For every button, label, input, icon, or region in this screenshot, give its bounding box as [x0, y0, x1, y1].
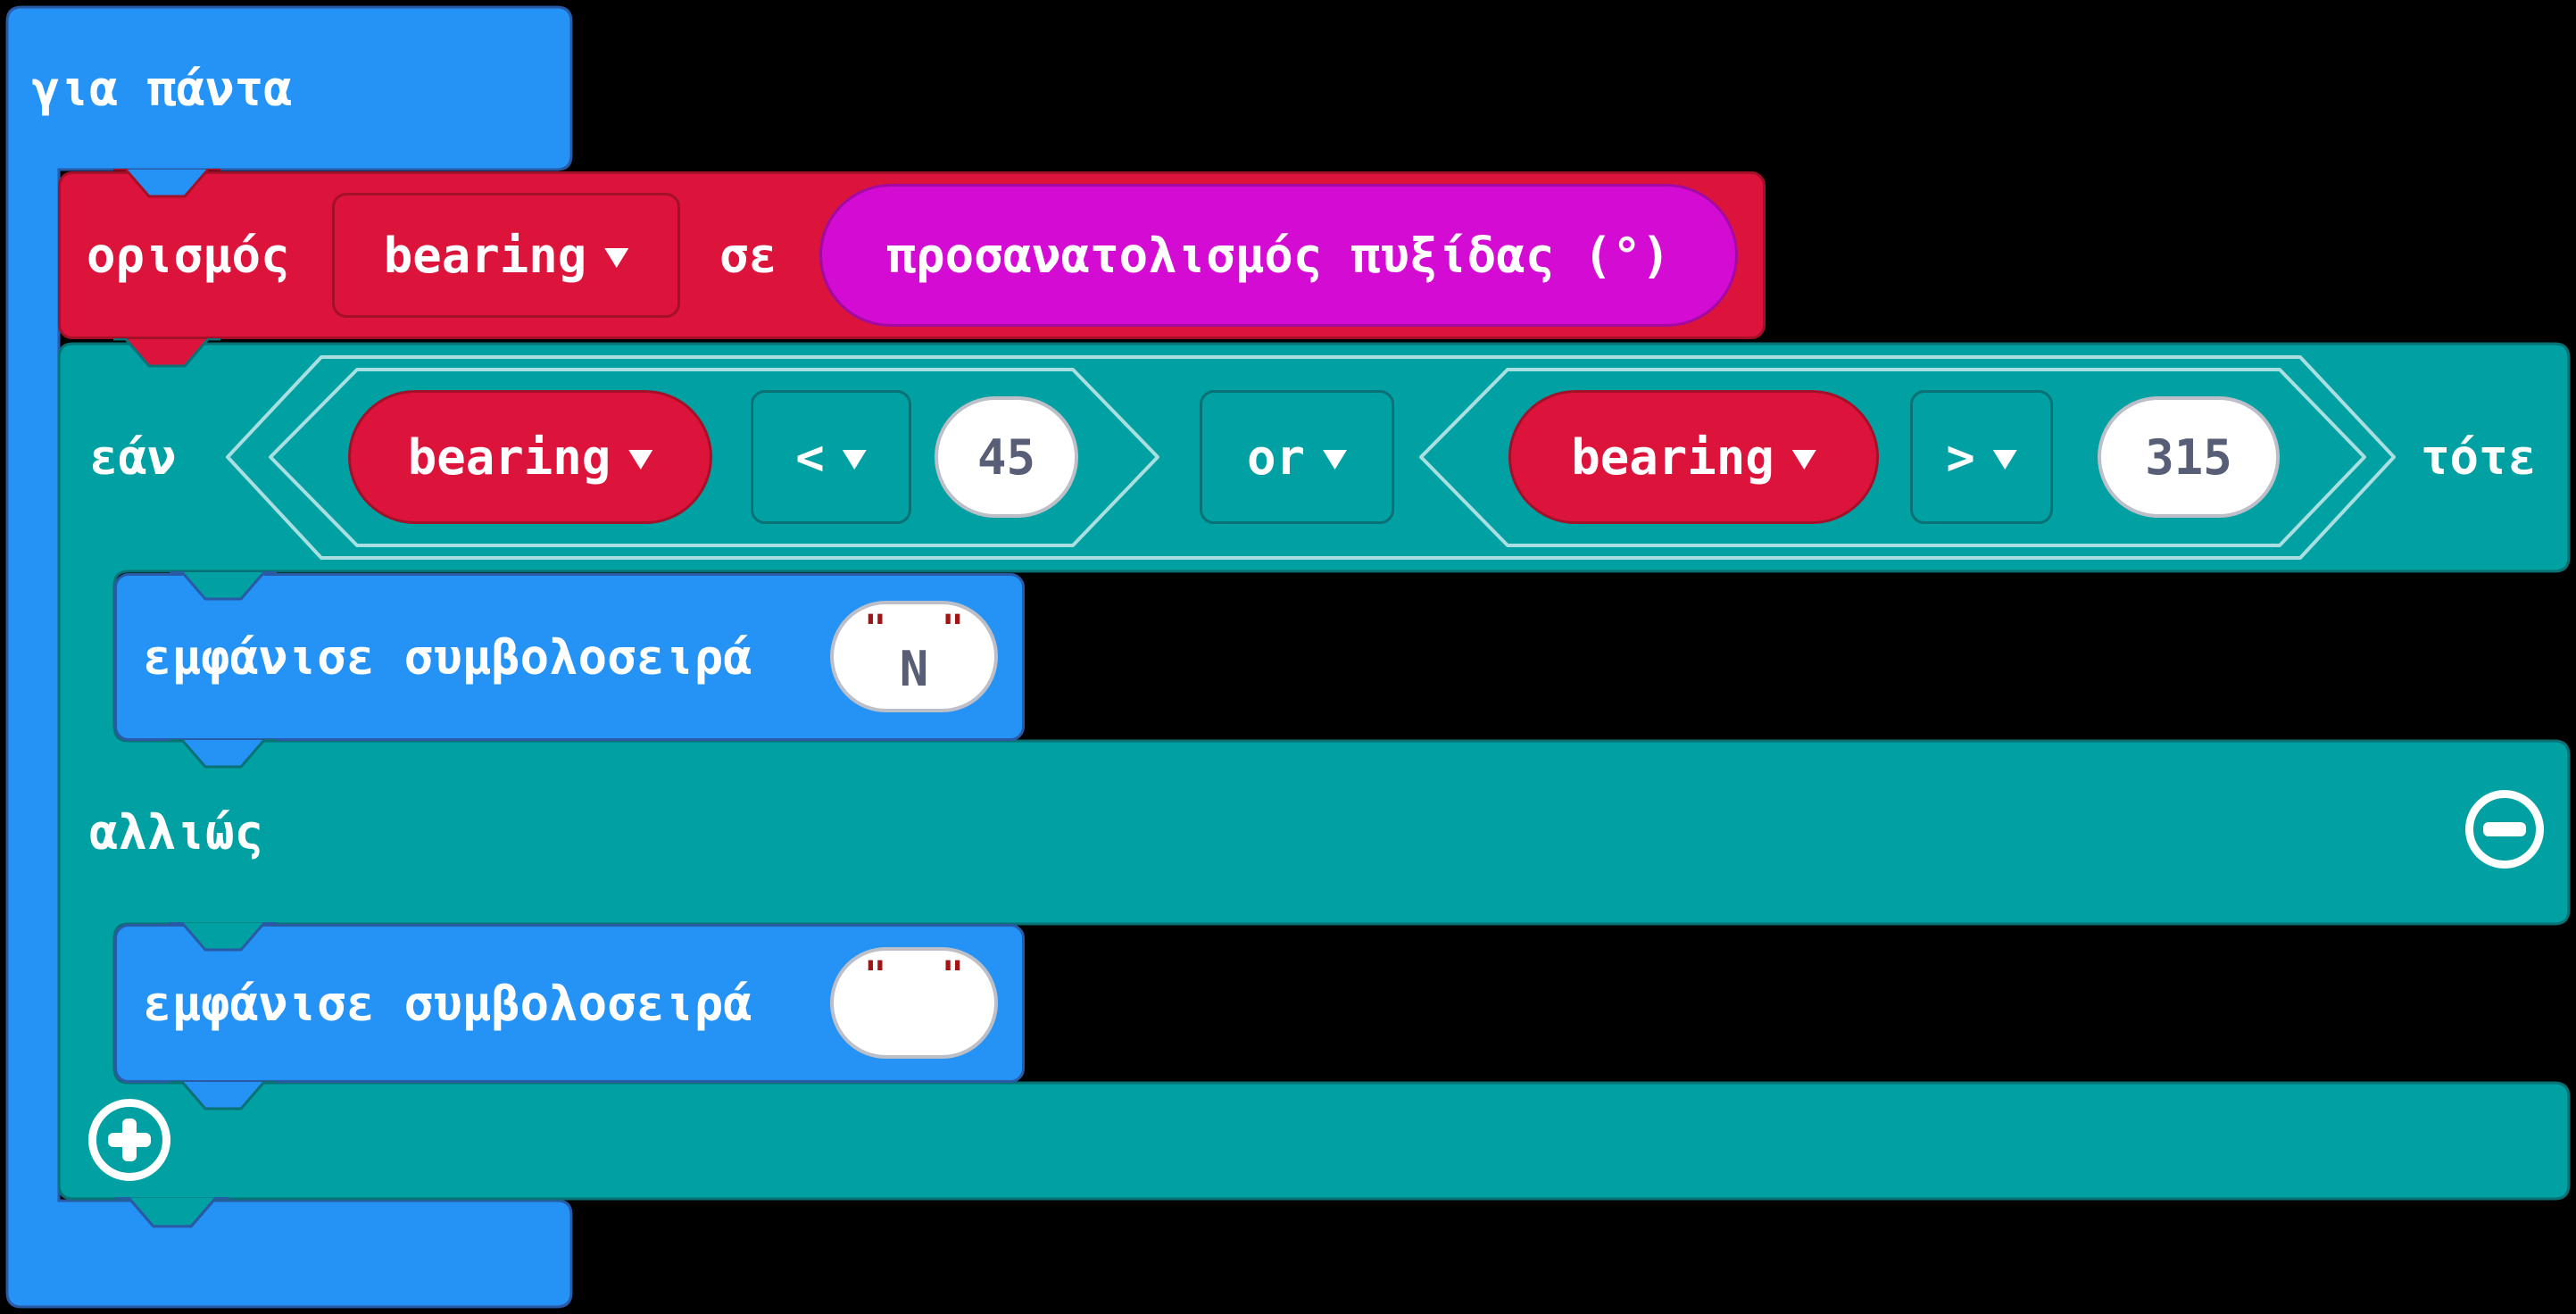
set-to-label: σε [719, 227, 778, 284]
forever-block-shape[interactable] [5, 5, 573, 1309]
condition-left-operator-dropdown[interactable]: < [751, 390, 911, 524]
variable-dropdown-label: bearing [383, 227, 587, 284]
connector-tab [170, 571, 277, 601]
else-label: αλλιώς [89, 804, 264, 861]
connector-tab [113, 169, 220, 198]
condition-right-variable-pill[interactable]: bearing [1508, 390, 1879, 524]
quote-mark: " [941, 606, 964, 650]
condition-right-variable-label: bearing [1571, 428, 1774, 486]
expand-if-button[interactable] [88, 1099, 170, 1181]
minus-icon [2483, 822, 2526, 836]
compass-heading-reporter[interactable]: προσανατολισμός πυξίδας (°) [819, 184, 1738, 327]
show-string-then-label: εμφάνισε συμβολοσειρά [143, 628, 752, 686]
compass-heading-label: προσανατολισμός πυξίδας (°) [886, 227, 1671, 284]
logic-operator-label: or [1246, 428, 1306, 486]
connector-tab [170, 739, 277, 769]
chevron-down-icon [628, 450, 653, 470]
condition-left-variable-pill[interactable]: bearing [348, 390, 712, 524]
string-field-then[interactable]: " " N [830, 601, 998, 712]
condition-left-variable-label: bearing [407, 428, 611, 486]
chevron-down-icon [1323, 450, 1348, 470]
show-string-else-label: εμφάνισε συμβολοσειρά [143, 975, 752, 1032]
quote-mark: " [941, 952, 964, 996]
condition-right-number-field[interactable]: 315 [2098, 396, 2280, 518]
condition-left-operator-label: < [795, 428, 825, 486]
collapse-else-button[interactable] [2465, 790, 2544, 869]
chevron-down-icon [842, 450, 867, 470]
if-label: εάν [89, 429, 177, 486]
condition-right-operator-label: > [1946, 428, 1975, 486]
condition-left-number-field[interactable]: 45 [935, 396, 1078, 518]
comparison-left-hexagon-outline [269, 368, 1159, 547]
forever-label: για πάντα [31, 60, 293, 117]
chevron-down-icon [1992, 450, 2017, 470]
condition-left-number-value: 45 [976, 428, 1036, 486]
condition-right-number-value: 315 [2145, 428, 2232, 486]
string-field-else[interactable]: " " [830, 947, 998, 1059]
comparison-right-hexagon-outline [1419, 368, 2366, 547]
logic-operator-dropdown[interactable]: or [1200, 390, 1394, 524]
condition-right-operator-dropdown[interactable]: > [1910, 390, 2053, 524]
connector-tab [115, 1197, 229, 1228]
connector-tab [170, 1081, 277, 1110]
connector-tab [113, 338, 220, 368]
condition-hexagon-outlines [226, 355, 2396, 560]
variable-dropdown[interactable]: bearing [332, 193, 680, 318]
then-label: τότε [2421, 429, 2538, 486]
quote-mark: " [864, 606, 887, 650]
string-field-else-value [834, 976, 994, 1055]
set-keyword-label: ορισμός [87, 227, 290, 284]
string-field-then-value: N [899, 641, 929, 697]
chevron-down-icon [1791, 450, 1816, 470]
chevron-down-icon [604, 248, 629, 268]
plus-icon [122, 1119, 137, 1161]
connector-tab [170, 922, 277, 952]
quote-mark: " [864, 952, 887, 996]
or-hexagon-outline [226, 355, 2396, 560]
